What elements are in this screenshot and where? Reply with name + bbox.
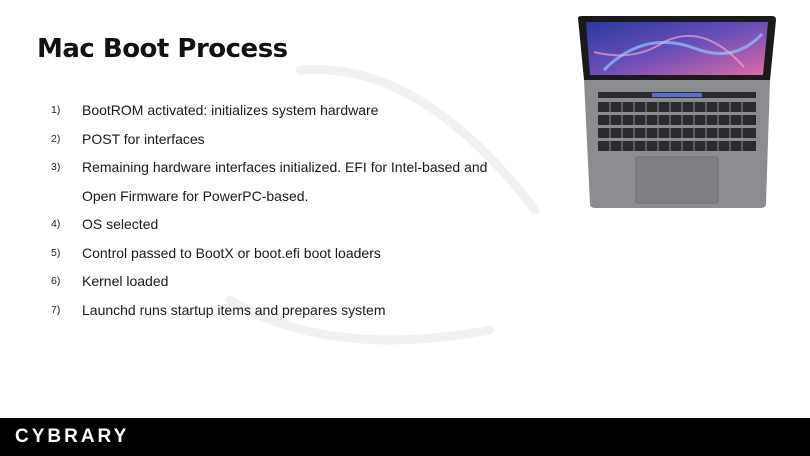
step-text: Control passed to BootX or boot.efi boot… (82, 244, 381, 261)
list-item: 3) Remaining hardware interfaces initiali… (0, 153, 542, 210)
step-text: Launchd runs startup items and prepares … (82, 301, 386, 318)
step-number: 3) (51, 161, 61, 173)
list-item: 2) POST for interfaces (0, 125, 542, 154)
step-number: 5) (51, 246, 61, 259)
step-text-continued: Open Firmware for PowerPC-based. (82, 187, 309, 204)
list-item: 5) Control passed to BootX or boot.efi bo… (0, 239, 542, 268)
list-item: 6) Kernel loaded (0, 267, 542, 296)
list-item: 7) Launchd runs startup items and prepare… (0, 296, 542, 325)
slide-title: Mac Boot Process (37, 34, 288, 64)
list-item: 4) OS selected (0, 210, 542, 239)
step-text: POST for interfaces (82, 130, 205, 147)
step-number: 6) (51, 275, 61, 287)
step-number: 1) (51, 104, 61, 116)
step-text: Kernel loaded (82, 273, 169, 289)
laptop-icon (578, 16, 776, 208)
step-text: BootROM activated: initializes system ha… (82, 102, 379, 118)
list-item: 1) BootROM activated: initializes system … (0, 96, 542, 125)
step-number: 4) (51, 218, 61, 230)
footer-bar: CYBRARY (0, 418, 810, 456)
cybrary-logo: CYBRARY (15, 426, 130, 447)
step-text: OS selected (82, 216, 159, 232)
boot-steps-list: 1) BootROM activated: initializes system … (0, 96, 542, 324)
step-text: Remaining hardware interfaces initialize… (82, 159, 488, 175)
step-number: 2) (51, 132, 61, 145)
step-number: 7) (51, 303, 61, 316)
